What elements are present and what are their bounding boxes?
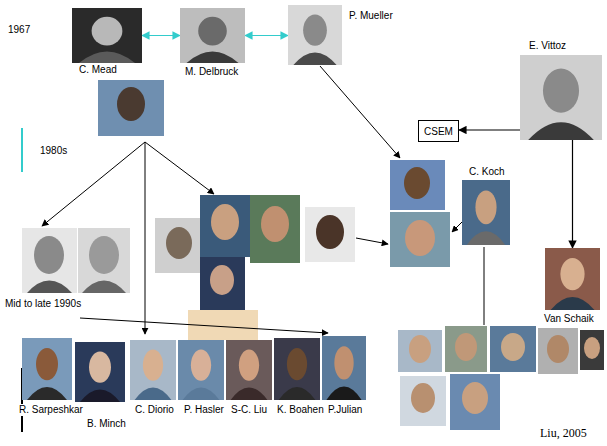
portrait-photo [75, 342, 125, 402]
portrait-photo [180, 8, 245, 63]
person-photo: C. Mead [72, 8, 142, 63]
person-name: P. Mueller [348, 10, 394, 22]
lineage-connector [245, 35, 288, 36]
timeline-bar [21, 128, 23, 172]
portrait-photo [545, 248, 600, 310]
source-note: Liu, 2005 [540, 426, 587, 440]
portrait-photo [274, 338, 320, 400]
person-name: S-C. Liu [230, 404, 268, 416]
portrait-photo [462, 180, 510, 245]
lineage-arrow [42, 66, 484, 334]
person-name: Van Schaik [543, 313, 595, 325]
photo-group [22, 80, 604, 430]
portrait-photo [288, 5, 342, 65]
person-photo: C. Koch [462, 180, 510, 245]
person-photo: E. Vittoz [520, 55, 602, 140]
era-label: 1980s [40, 145, 67, 157]
person-photo: P. Mueller [288, 5, 342, 65]
person-name: P.Julian [327, 404, 363, 416]
person-name: E. Vittoz [528, 40, 567, 52]
person-photo: M. Delbruck [180, 8, 245, 63]
person-name: C. Koch [468, 166, 506, 178]
portrait-photo [520, 55, 602, 140]
person-name: C. Diorio [134, 404, 175, 416]
person-name: P. Hasler [183, 404, 225, 416]
person-photo: C. Diorio [130, 340, 176, 400]
era-label: 1967 [8, 24, 30, 36]
org-box: CSEM [418, 120, 459, 142]
person-name: R. Sarpeshkar [18, 404, 84, 416]
person-photo: P.Julian [322, 336, 366, 400]
portrait-photo [130, 340, 176, 400]
person-photo: K. Boahen [274, 338, 320, 400]
person-name: B. Minch [86, 418, 127, 430]
lineage-connector [572, 140, 573, 248]
lineage-connector [459, 129, 520, 130]
portrait-photo [226, 340, 272, 400]
portrait-photo [178, 340, 224, 400]
person-name: C. Mead [78, 64, 118, 76]
portrait-photo [22, 338, 72, 400]
era-label: Mid to late 1990s [5, 298, 81, 310]
person-photo: S-C. Liu [226, 340, 272, 400]
person-name: M. Delbruck [184, 66, 239, 78]
lineage-connector [142, 35, 180, 36]
person-photo: B. Minch [75, 342, 125, 402]
person-name: K. Boahen [276, 404, 325, 416]
box-label: CSEM [419, 122, 458, 142]
person-photo: Van Schaik [545, 248, 600, 310]
person-photo: R. Sarpeshkar [22, 338, 72, 400]
portrait-photo [72, 8, 142, 63]
person-photo: P. Hasler [178, 340, 224, 400]
portrait-photo [322, 336, 366, 400]
